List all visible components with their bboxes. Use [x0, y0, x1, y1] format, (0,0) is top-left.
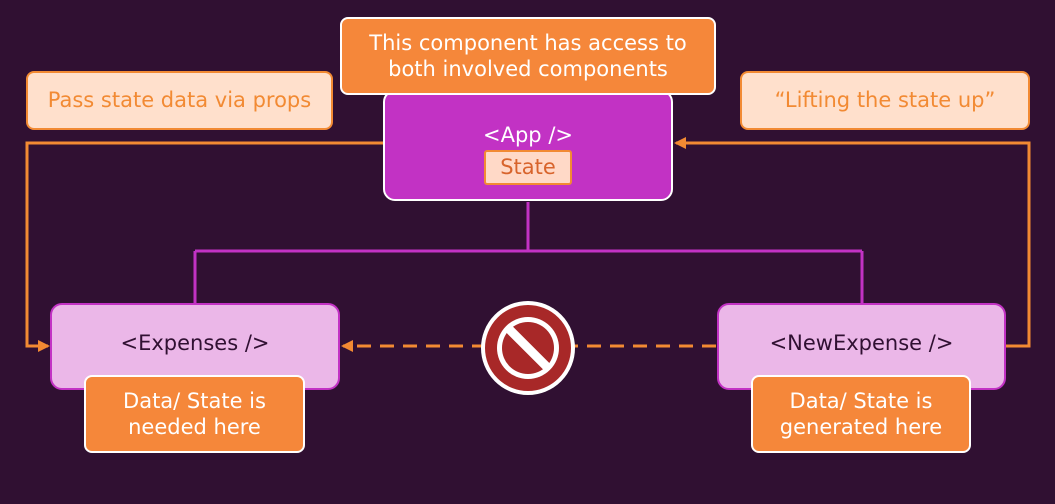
- expenses-data-note: Data/ State is needed here: [84, 375, 305, 453]
- pass-props-note-text: Pass state data via props: [47, 88, 312, 113]
- lifting-state-note: “Lifting the state up”: [740, 71, 1030, 130]
- expenses-component-label: <Expenses />: [120, 331, 270, 356]
- newexpense-data-note-text: Data/ State is generated here: [779, 388, 943, 439]
- props-flow-arrow: [25, 141, 383, 352]
- expenses-data-note-text: Data/ State is needed here: [123, 388, 266, 439]
- state-badge: State: [484, 150, 572, 185]
- access-note-text: This component has access to both involv…: [369, 30, 687, 81]
- access-note: This component has access to both involv…: [340, 17, 716, 95]
- newexpense-data-note: Data/ State is generated here: [751, 375, 971, 453]
- lift-state-arrow: [674, 137, 1031, 348]
- app-component-box: <App /> State: [383, 90, 673, 201]
- tree-connectors: [193, 202, 864, 303]
- pass-props-note: Pass state data via props: [26, 71, 333, 130]
- lifting-state-note-text: “Lifting the state up”: [774, 88, 996, 113]
- app-component-label: <App />: [483, 123, 573, 147]
- no-entry-icon: [481, 301, 575, 395]
- newexpense-component-label: <NewExpense />: [769, 331, 954, 356]
